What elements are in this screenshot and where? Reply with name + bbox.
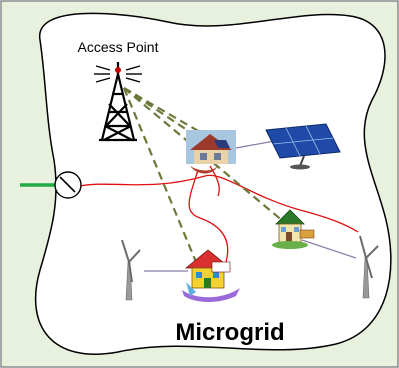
microgrid-boundary — [34, 12, 392, 355]
wireless-link — [122, 87, 198, 263]
access-point-label: Access Point — [78, 39, 159, 55]
rooftop-solar-house-icon — [186, 130, 236, 174]
tower-beacon-icon — [115, 67, 121, 73]
power-line — [209, 165, 220, 197]
power-line — [79, 174, 359, 233]
wind-turbine-icon — [359, 235, 379, 299]
breaker-switch-icon — [54, 171, 82, 199]
radio-waves-icon — [94, 65, 142, 83]
access-point-tower-icon — [99, 62, 137, 142]
diagram-title: Microgrid — [175, 319, 284, 346]
community-house-icon — [272, 209, 315, 249]
tie-line — [301, 239, 357, 259]
smart-home-icon — [182, 249, 240, 302]
wind-turbine-icon — [121, 239, 141, 301]
power-line — [188, 169, 229, 263]
wireless-link — [123, 87, 215, 149]
solar-panel-icon — [265, 123, 341, 170]
